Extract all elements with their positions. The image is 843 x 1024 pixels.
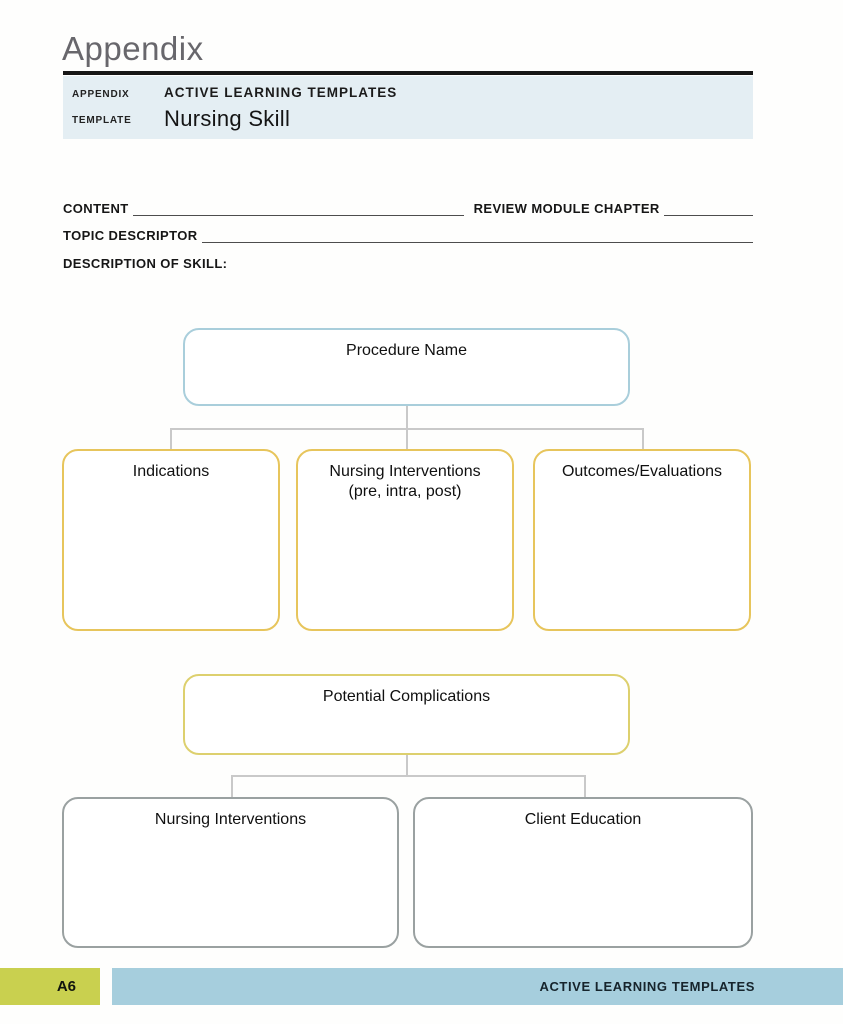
connector-row1-right-stub (642, 428, 644, 450)
potential-complications-box-label: Potential Complications (322, 688, 491, 705)
client-education-box-label: Client Education (524, 811, 642, 828)
content-row: CONTENT REVIEW MODULE CHAPTER (63, 200, 753, 216)
indications-box-label: Indications (132, 463, 210, 480)
review-module-chapter-label: REVIEW MODULE CHAPTER (473, 201, 660, 216)
footer-series-label: ACTIVE LEARNING TEMPLATES (112, 968, 843, 1005)
appendix-value: ACTIVE LEARNING TEMPLATES (164, 85, 398, 100)
content-label: CONTENT (63, 201, 129, 216)
page-title: Appendix (62, 30, 204, 67)
connector-row2-left-stub (231, 775, 233, 798)
connector-row2-horizontal (231, 775, 585, 777)
description-of-skill-label: DESCRIPTION OF SKILL: (63, 256, 228, 271)
nursing-interventions-complications-box: Nursing Interventions (62, 797, 399, 948)
appendix-label: APPENDIX (72, 89, 130, 100)
description-of-skill-row: DESCRIPTION OF SKILL: (63, 255, 753, 271)
review-module-chapter-blank-line (663, 202, 753, 216)
nursing-interventions-box-sublabel: (pre, intra, post) (348, 483, 462, 500)
procedure-name-box: Procedure Name (183, 328, 630, 406)
connector-complications-vertical (406, 755, 408, 776)
nursing-interventions-complications-box-label: Nursing Interventions (154, 811, 307, 828)
connector-row1-horizontal (170, 428, 643, 430)
title-divider (63, 71, 753, 75)
template-header-band: APPENDIX ACTIVE LEARNING TEMPLATES TEMPL… (63, 76, 753, 139)
template-name: Nursing Skill (164, 106, 291, 131)
connector-row2-right-stub (584, 775, 586, 798)
outcomes-evaluations-box-label: Outcomes/Evaluations (561, 463, 723, 480)
template-label: TEMPLATE (72, 115, 132, 126)
content-blank-line (132, 202, 464, 216)
topic-descriptor-blank-line (201, 229, 753, 243)
outcomes-evaluations-box: Outcomes/Evaluations (533, 449, 751, 631)
indications-box: Indications (62, 449, 280, 631)
nursing-interventions-pre-intra-post-box: Nursing Interventions (pre, intra, post) (296, 449, 514, 631)
potential-complications-box: Potential Complications (183, 674, 630, 755)
topic-descriptor-row: TOPIC DESCRIPTOR (63, 227, 753, 243)
topic-descriptor-label: TOPIC DESCRIPTOR (63, 228, 198, 243)
nursing-interventions-box-label: Nursing Interventions (329, 463, 481, 480)
procedure-name-box-label: Procedure Name (346, 342, 467, 359)
client-education-box: Client Education (413, 797, 753, 948)
footer-page-number: A6 (0, 968, 100, 1005)
connector-row1-left-stub (170, 428, 172, 450)
